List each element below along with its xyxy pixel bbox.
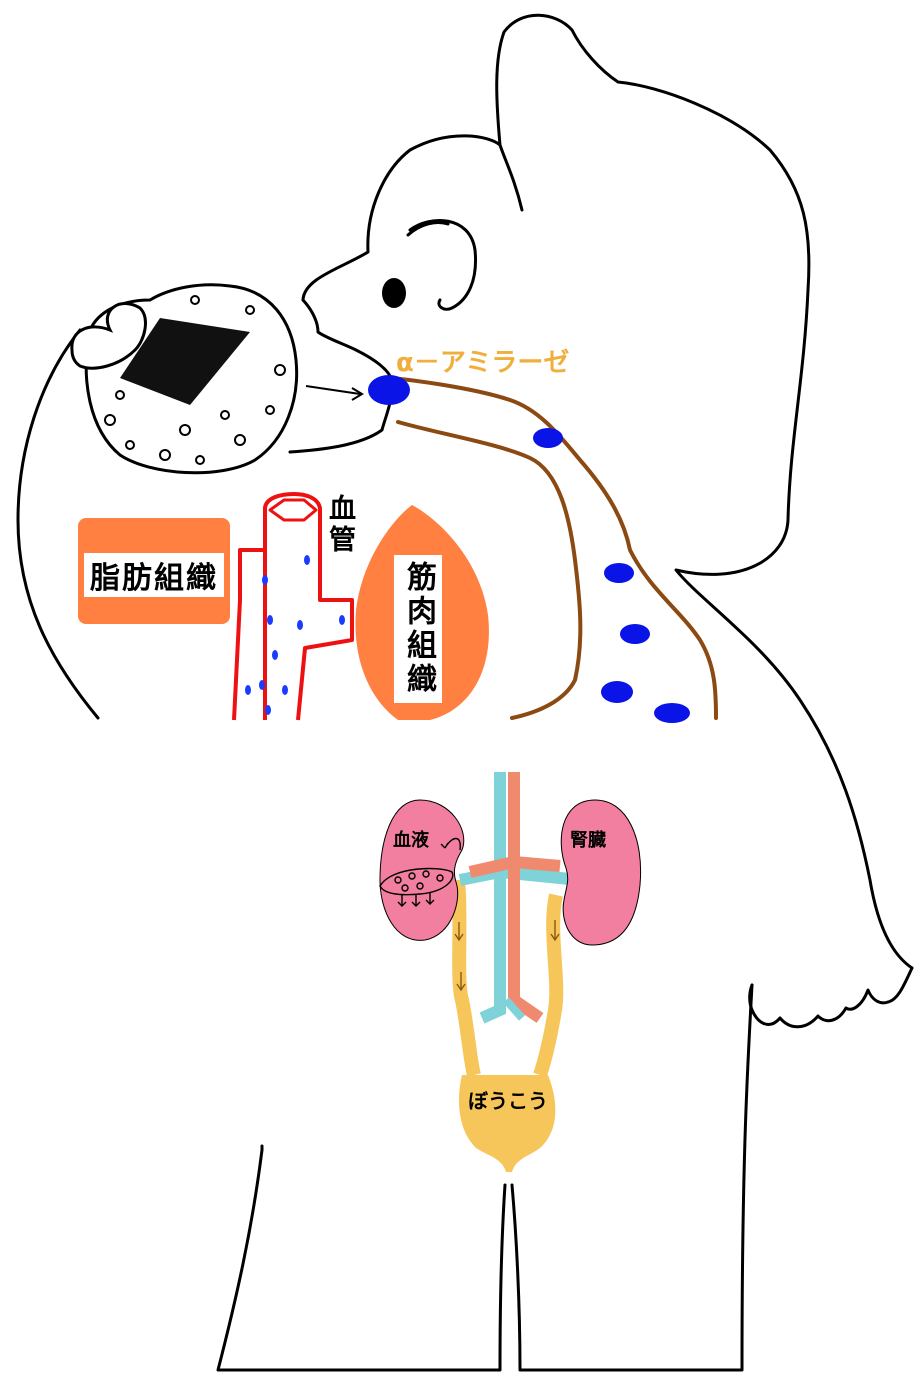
blood-vessel-label: 血管 (320, 494, 359, 556)
hand-fingers-outline (750, 968, 912, 1027)
amylase-label: α－アミラーゼ (396, 342, 569, 379)
muscle-tissue-label: 筋肉組織 (394, 555, 442, 703)
blood-glucose-dots (245, 555, 345, 715)
right-kidney (561, 800, 640, 945)
left-kidney (380, 800, 464, 940)
ear-outline (410, 220, 476, 309)
lower-body-outline (218, 985, 752, 1370)
fat-tissue-label: 脂肪組織 (84, 553, 224, 597)
eating-arrow (306, 386, 362, 400)
brow-line (408, 222, 448, 235)
blood-label: 血液 (393, 826, 429, 852)
rice-ball (72, 285, 297, 473)
eye (382, 278, 406, 308)
bladder-label: ぼうこう (468, 1085, 548, 1114)
urine-flow-arrows (455, 920, 559, 990)
right-ureter (540, 895, 556, 1075)
kidney-label: 腎臓 (570, 826, 606, 852)
face-outline (290, 300, 392, 452)
aorta (470, 772, 560, 1018)
chin-curve (500, 145, 522, 210)
